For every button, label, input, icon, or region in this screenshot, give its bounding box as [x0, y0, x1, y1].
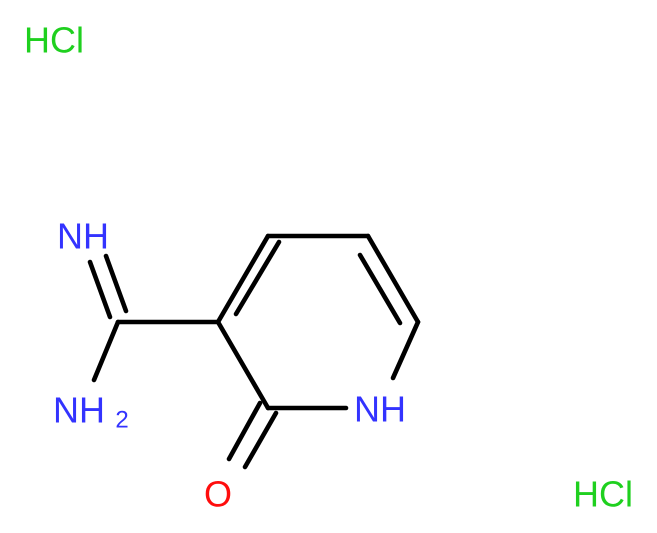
imine-nh-label: NH — [57, 216, 109, 257]
bond-c3-c4-inner — [233, 239, 282, 317]
bond-c5-c6 — [365, 233, 421, 325]
bond-c2-o-a — [226, 400, 263, 462]
bond-c5-c6-inner — [357, 252, 403, 326]
bond-c2-c3 — [215, 319, 271, 411]
amine-nh2-subscript: 2 — [115, 407, 128, 434]
hcl-bottom-right-label: HCl — [573, 474, 633, 515]
bond-camidine-nh-a — [87, 259, 113, 320]
bond-c3-c4 — [215, 233, 271, 325]
ring-nh-label: NH — [354, 389, 406, 430]
carbonyl-o-label: O — [204, 474, 232, 515]
bond-camidine-nh-b — [103, 253, 129, 314]
bond-c6-n1 — [390, 319, 421, 381]
bond-c2-o-b — [242, 410, 279, 470]
bond-camidine-nh2 — [91, 319, 121, 383]
amine-nh2-label: NH — [53, 390, 105, 431]
hcl-top-left-label: HCl — [24, 20, 84, 61]
